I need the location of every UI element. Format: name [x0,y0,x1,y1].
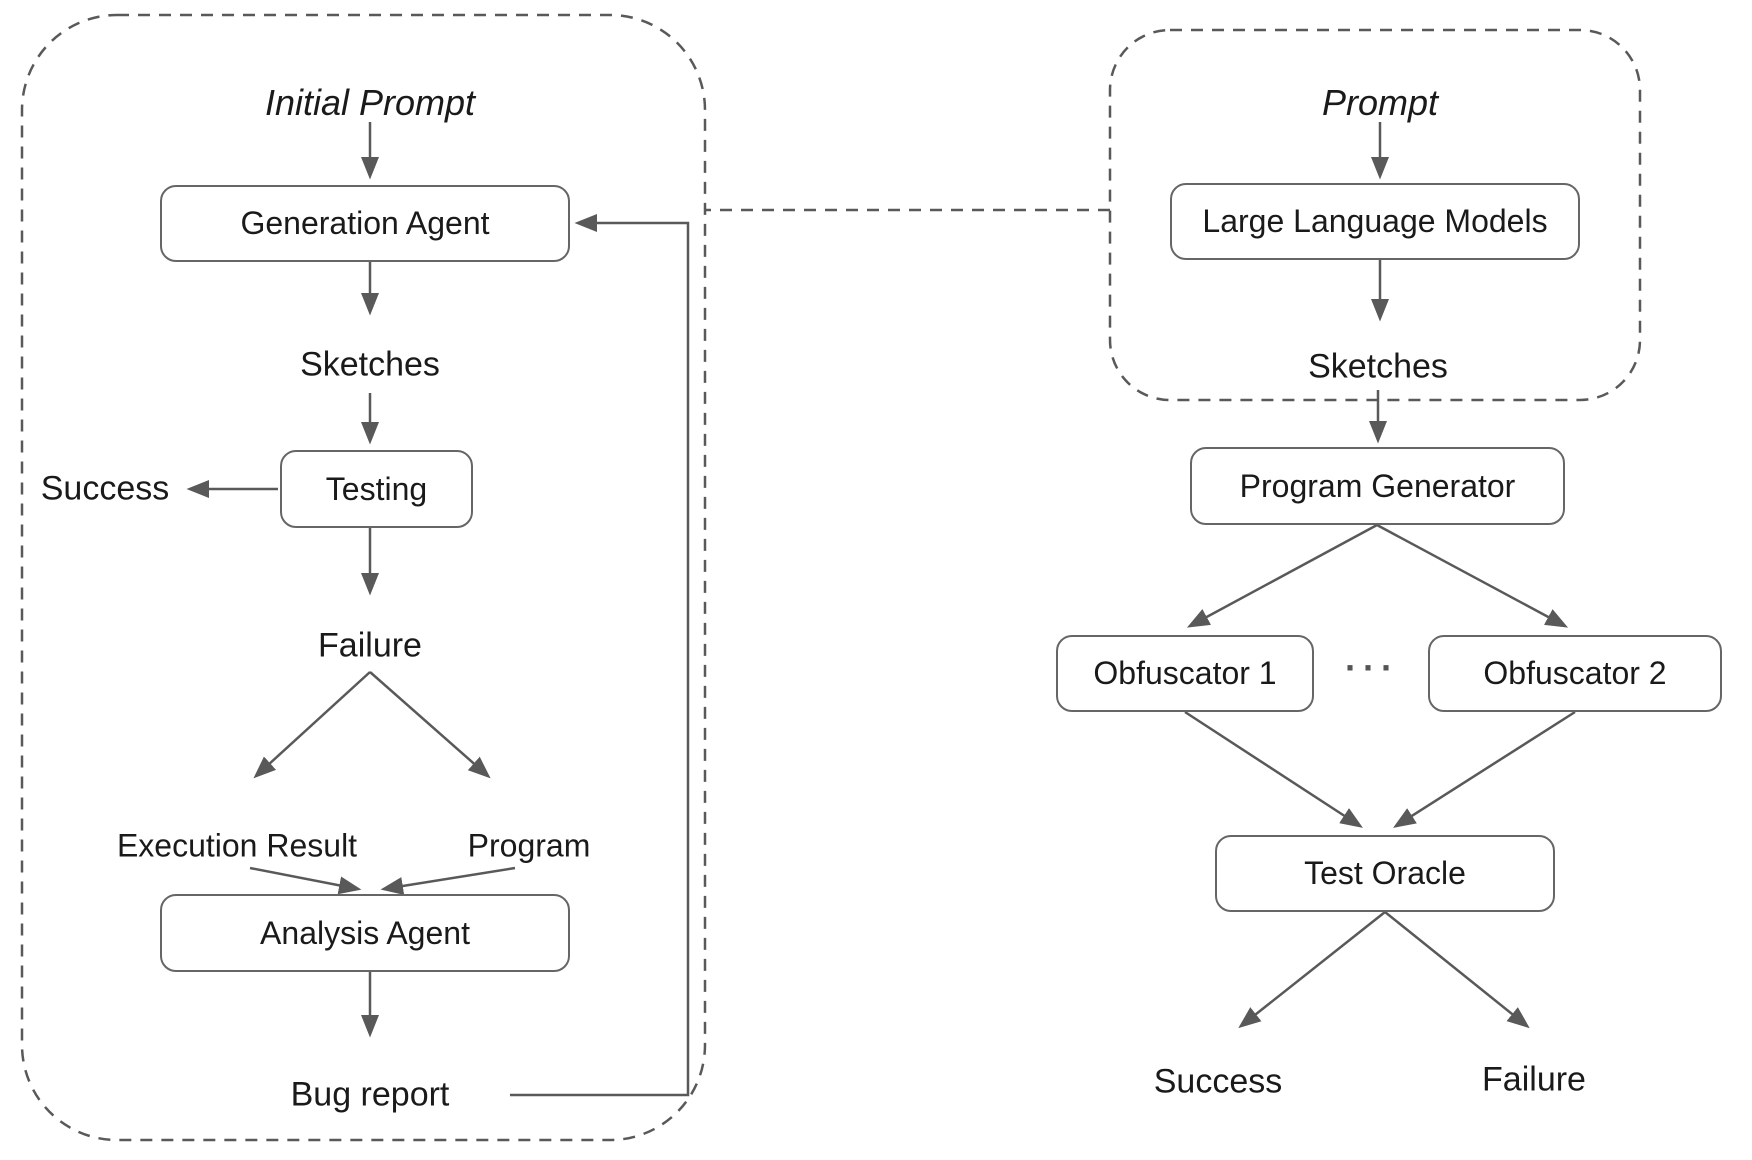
bug-report-label: Bug report [290,1075,450,1114]
arrow-program-generator-to-obfuscator-2 [1376,523,1569,628]
testing-box: Testing [280,450,473,528]
right-llm-dashed-container [1108,28,1642,402]
arrow-test-oracle-to-failure [1384,911,1530,1029]
large-language-models-box: Large Language Models [1170,183,1580,260]
arrow-obfuscator-1-to-test-oracle [1184,710,1363,828]
sketches-right-label: Sketches [1308,347,1448,386]
generation-agent-box: Generation Agent [160,185,570,262]
initial-prompt-label: Initial Prompt [264,82,476,123]
prompt-label: Prompt [1321,82,1439,123]
obfuscator-1-box: Obfuscator 1 [1056,635,1314,712]
test-oracle-box: Test Oracle [1215,835,1555,912]
failure-left-label: Failure [318,626,422,665]
arrow-failure-to-program [369,671,491,779]
arrow-failure-to-execution-result [253,671,371,779]
execution-result-label: Execution Result [116,827,358,864]
obfuscator-ellipsis: ··· [1345,647,1399,688]
sketches-left-label: Sketches [300,345,440,384]
left-loop-dashed-container [20,13,707,1142]
obfuscator-2-box: Obfuscator 2 [1428,635,1722,712]
arrow-program-generator-to-obfuscator-1 [1186,523,1378,628]
arrow-test-oracle-to-success [1238,911,1386,1029]
feedback-loop-bug-report-to-generation-agent [510,213,690,1097]
success-left-label: Success [40,469,170,508]
success-right-label: Success [1153,1062,1283,1101]
program-generator-box: Program Generator [1190,447,1565,525]
arrow-execution-result-to-analysis-agent [249,866,362,895]
program-label: Program [467,827,591,864]
analysis-agent-box: Analysis Agent [160,894,570,972]
failure-right-label: Failure [1482,1060,1586,1099]
arrow-obfuscator-2-to-test-oracle [1393,710,1576,828]
arrow-program-to-analysis-agent [380,866,516,895]
